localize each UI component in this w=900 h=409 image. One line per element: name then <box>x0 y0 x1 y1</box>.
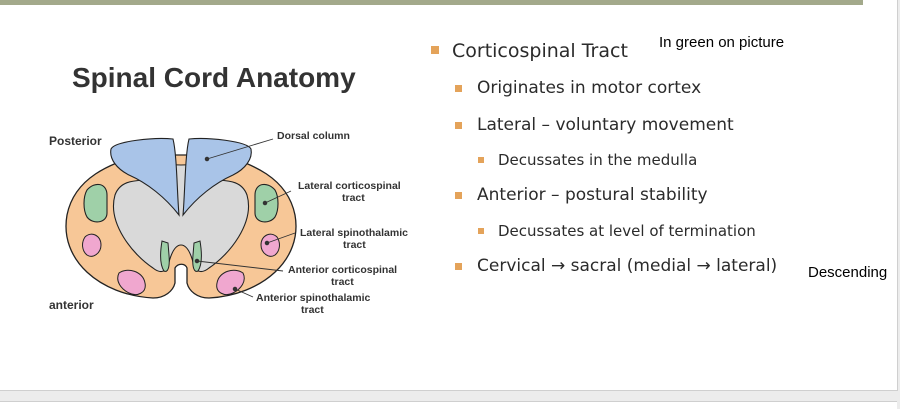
lateral-corticospinal-label-2: tract <box>342 192 365 204</box>
bullet-lateral: Lateral – voluntary movement <box>477 115 734 135</box>
lateral-spinothalamic-left <box>82 233 102 257</box>
anterior-spinothalamic-left <box>117 269 146 296</box>
note-descending: Descending <box>808 264 888 281</box>
spinal-cord-diagram: Spinal Cord Anatomy <box>45 55 425 355</box>
lateral-spinothalamic-label-1: Lateral spinothalamic <box>300 227 408 239</box>
dorsal-column-left <box>110 137 180 217</box>
anterior-corticospinal-label-1: Anterior corticospinal <box>288 264 397 276</box>
anterior-corticospinal-right <box>192 240 202 272</box>
anterior-corticospinal-label-2: tract <box>331 276 354 288</box>
bullet-marker <box>478 228 484 234</box>
anterior-spinothalamic-label-2: tract <box>301 304 324 316</box>
bullet-marker <box>455 192 462 199</box>
bullet-marker <box>455 263 462 270</box>
lateral-spinothalamic-label-2: tract <box>343 239 366 251</box>
anterior-corticospinal-left <box>160 240 170 272</box>
next-slide-edge <box>0 401 897 409</box>
bullet-cervical: Cervical → sacral (medial → lateral) <box>477 256 778 276</box>
bullet-anterior: Anterior – postural stability <box>477 185 708 205</box>
leader-lines <box>194 138 296 298</box>
bullet-marker <box>431 46 439 54</box>
bullet-originates: Originates in motor cortex <box>477 78 702 98</box>
bullet-anterior-sub: Decussates at level of termination <box>498 222 756 240</box>
slide-top-bar <box>0 0 863 5</box>
lateral-spinothalamic-right <box>260 233 280 257</box>
bullet-marker <box>455 85 462 92</box>
anterior-spinothalamic-label-1: Anterior spinothalamic <box>256 292 371 304</box>
slide: Spinal Cord Anatomy <box>0 0 898 391</box>
bullet-marker <box>478 157 484 163</box>
posterior-label: Posterior <box>49 134 102 148</box>
spinal-cord-svg: Spinal Cord Anatomy <box>49 62 408 316</box>
dorsal-column-right <box>182 137 252 217</box>
bullet-lateral-sub: Decussates in the medulla <box>498 151 698 169</box>
bullet-main: Corticospinal Tract <box>452 40 628 62</box>
anterior-label: anterior <box>49 298 94 312</box>
anterior-spinothalamic-right <box>216 269 245 296</box>
lateral-corticospinal-left <box>83 183 108 223</box>
note-in-green: In green on picture <box>659 34 785 51</box>
bullet-marker <box>455 122 462 129</box>
diagram-title: Spinal Cord Anatomy <box>72 62 356 93</box>
dorsal-column-label: Dorsal column <box>277 130 350 142</box>
lateral-corticospinal-label-1: Lateral corticospinal <box>298 180 401 192</box>
